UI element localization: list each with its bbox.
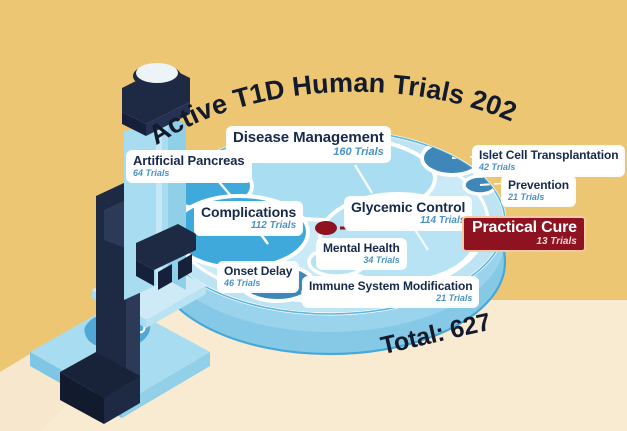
label-disease-management[interactable]: Disease Management 160 Trials (228, 128, 389, 162)
label-name: Disease Management (233, 129, 384, 146)
label-name: Prevention (508, 178, 570, 192)
microscope-illustration (30, 63, 210, 424)
label-name: Complications (201, 204, 297, 220)
label-count: 34 Trials (363, 254, 400, 265)
label-name: Glycemic Control (351, 199, 466, 215)
label-count: 112 Trials (250, 219, 297, 231)
label-count: 21 Trials (508, 191, 545, 202)
label-name: Onset Delay (224, 264, 293, 278)
label-name: Mental Health (323, 241, 400, 255)
label-islet-cell-transplantation[interactable]: Islet Cell Transplantation 42 Trials (474, 147, 624, 176)
label-name: Artificial Pancreas (133, 153, 245, 168)
label-count: 13 Trials (536, 235, 577, 247)
label-name: Practical Cure (472, 219, 577, 236)
label-artificial-pancreas[interactable]: Artificial Pancreas 64 Trials (128, 152, 250, 182)
label-practical-cure[interactable]: Practical Cure 13 Trials (462, 216, 586, 253)
label-name: Immune System Modification (309, 279, 473, 293)
label-complications[interactable]: Complications 112 Trials (196, 203, 302, 235)
label-name: Islet Cell Transplantation (479, 148, 619, 162)
label-count: 42 Trials (479, 161, 516, 172)
label-count: 64 Trials (133, 167, 170, 178)
label-count: 21 Trials (436, 292, 473, 303)
label-immune-system-modification[interactable]: Immune System Modification 21 Trials (304, 278, 478, 307)
label-onset-delay[interactable]: Onset Delay 46 Trials (219, 263, 298, 292)
label-count: 46 Trials (224, 277, 261, 288)
label-prevention[interactable]: Prevention 21 Trials (503, 177, 575, 206)
label-count: 160 Trials (333, 145, 384, 158)
label-count: 114 Trials (420, 214, 466, 226)
label-glycemic-control[interactable]: Glycemic Control 114 Trials (346, 198, 471, 230)
label-mental-health[interactable]: Mental Health 34 Trials (318, 240, 405, 269)
